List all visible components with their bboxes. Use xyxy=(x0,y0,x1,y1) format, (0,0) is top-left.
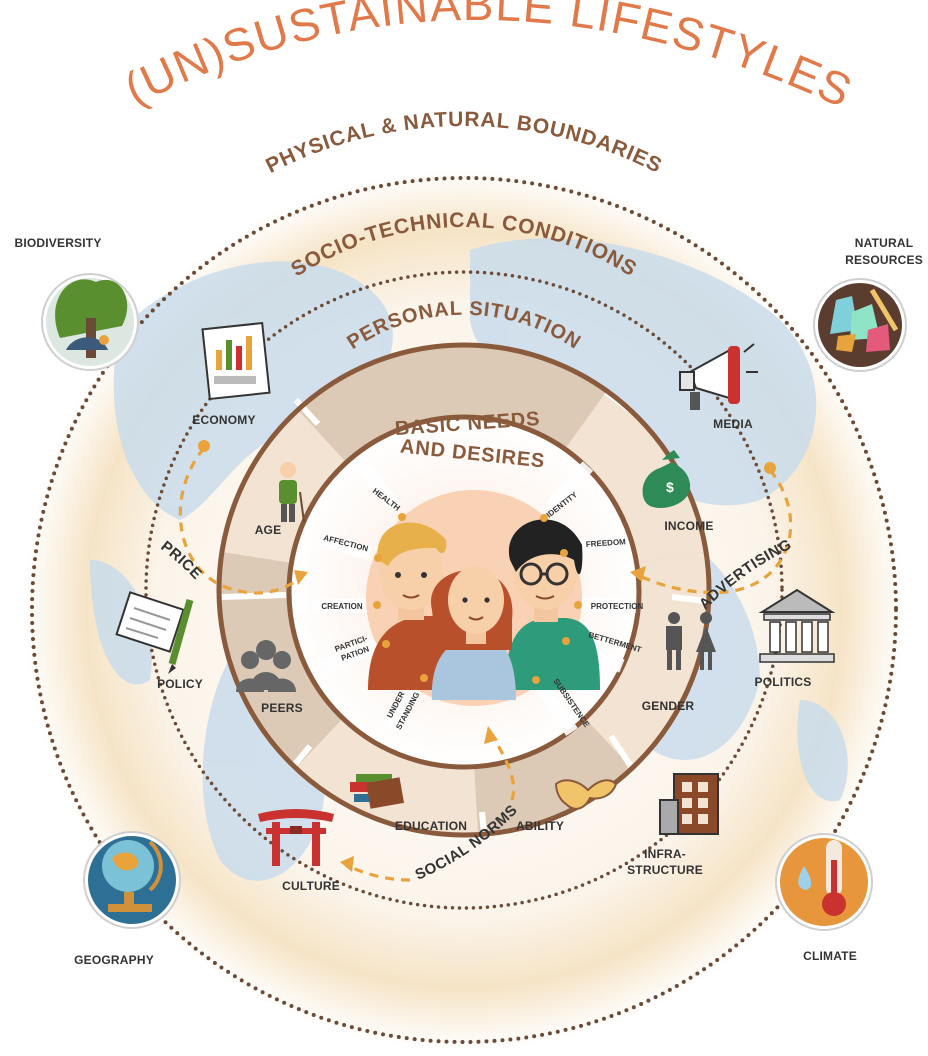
education-label: EDUCATION xyxy=(395,819,467,833)
flow-arrows xyxy=(178,446,793,882)
gems-shovel-icon xyxy=(813,278,907,372)
diagram-title: (UN)SUSTAINABLE LIFESTYLES xyxy=(116,0,861,118)
economy-label: ECONOMY xyxy=(192,413,255,427)
gender-label: GENDER xyxy=(642,699,695,713)
physical-boundary-ring xyxy=(30,176,898,1044)
need-protection: PROTECTION xyxy=(591,602,644,611)
natural-resources-label-1: NATURAL xyxy=(855,236,914,250)
need-creation: CREATION xyxy=(321,602,362,611)
pen-paper-icon xyxy=(115,591,194,674)
personal-ring-outline xyxy=(216,342,712,838)
torii-gate-icon xyxy=(258,809,334,866)
physical-boundaries-label: PHYSICAL & NATURAL BOUNDARIES xyxy=(262,108,666,178)
biodiversity-label: BIODIVERSITY xyxy=(14,236,101,250)
ability-label: ABILITY xyxy=(516,819,564,833)
culture-label: CULTURE xyxy=(282,879,340,893)
infrastructure-label-1: INFRA- xyxy=(644,847,686,861)
geography-label: GEOGRAPHY xyxy=(74,953,154,967)
chart-icon xyxy=(201,321,271,401)
megaphone-icon xyxy=(679,343,758,410)
strong-arm-icon xyxy=(554,779,618,810)
globe-icon xyxy=(83,831,181,929)
natural-resources-label-2: RESOURCES xyxy=(845,253,923,267)
age-label: AGE xyxy=(255,523,282,537)
media-label: MEDIA xyxy=(713,417,753,431)
tree-bird-icon xyxy=(41,273,139,371)
policy-label: POLICY xyxy=(157,677,203,691)
peers-label: PEERS xyxy=(261,701,303,715)
need-freedom: FREEDOM xyxy=(586,537,627,549)
thermometer-icon xyxy=(775,833,873,931)
building-icon xyxy=(659,773,719,835)
elder-icon xyxy=(279,462,305,523)
three-people-icon xyxy=(368,519,600,700)
sector-dividers xyxy=(219,389,707,835)
flow-arrowheads xyxy=(198,440,776,872)
need-dots xyxy=(373,513,582,684)
books-icon xyxy=(350,774,404,809)
climate-label: CLIMATE xyxy=(803,949,857,963)
income-label: INCOME xyxy=(664,519,713,533)
building-columns-icon xyxy=(758,588,836,663)
socio-technical-ring xyxy=(144,270,784,910)
money-bag-icon: $ xyxy=(642,450,691,508)
gender-icon xyxy=(666,612,716,670)
people-group-icon xyxy=(236,640,296,692)
infrastructure-label-2: STRUCTURE xyxy=(627,863,703,877)
politics-label: POLITICS xyxy=(755,675,812,689)
svg-text:$: $ xyxy=(666,479,674,495)
